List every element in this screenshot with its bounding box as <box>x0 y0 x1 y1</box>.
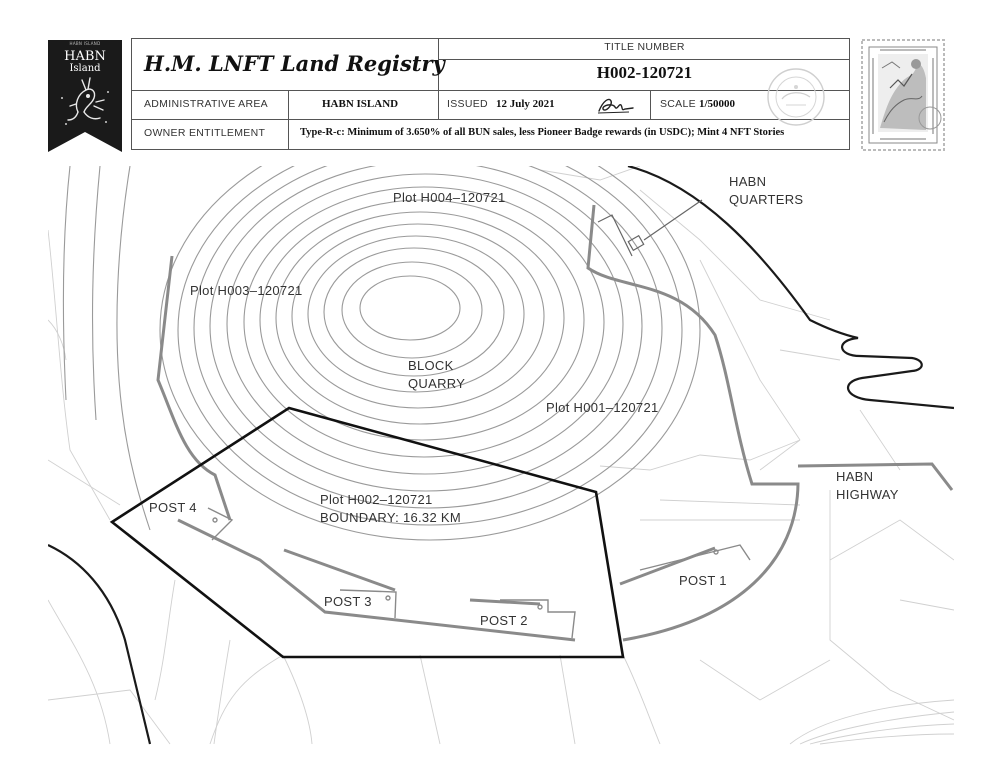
label-plot-h001: Plot H001–120721 <box>546 400 659 415</box>
registry-header-table: H.M. LNFT Land Registry TITLE NUMBER H00… <box>131 38 850 150</box>
label-plot-h004: Plot H004–120721 <box>393 190 506 205</box>
plot-boundary <box>109 406 625 659</box>
label-boundary: BOUNDARY: 16.32 KM <box>320 510 461 525</box>
label-post-1: POST 1 <box>679 573 727 588</box>
admin-area-label: ADMINISTRATIVE AREA <box>144 98 268 110</box>
signature <box>597 98 634 114</box>
leaping-hare-icon <box>67 77 105 121</box>
title-number-value: H002-120721 <box>596 63 693 82</box>
label-plot-h003: Plot H003–120721 <box>190 283 303 298</box>
label-quarters-line2: QUARTERS <box>729 192 804 207</box>
banner-tiny-text: HABN ISLAND <box>69 41 101 46</box>
title-number-label: TITLE NUMBER <box>604 41 685 53</box>
postage-stamp <box>861 39 945 151</box>
coastline <box>48 166 954 745</box>
scale-value: 1/50000 <box>699 98 736 110</box>
terrain-contours <box>62 166 701 541</box>
parcel-lines <box>48 166 954 745</box>
label-post-2: POST 2 <box>480 613 528 628</box>
registry-seal <box>767 68 825 126</box>
land-plot-map <box>48 166 954 745</box>
issued-label: ISSUED <box>447 98 488 110</box>
owner-entitlement-value: Type-R-c: Minimum of 3.650% of all BUN s… <box>300 127 785 138</box>
label-quarry-line1: BLOCK <box>408 358 454 373</box>
habn-island-banner <box>48 40 122 152</box>
label-plot-h002: Plot H002–120721 <box>320 492 433 507</box>
admin-area-value: HABN ISLAND <box>322 98 399 110</box>
stamp-illustration <box>878 54 928 132</box>
label-highway-line1: HABN <box>836 469 874 484</box>
label-post-3: POST 3 <box>324 594 372 609</box>
label-quarters-line1: HABN <box>729 174 767 189</box>
roads <box>156 204 954 642</box>
label-highway-line2: HIGHWAY <box>836 487 899 502</box>
owner-entitlement-label: OWNER ENTITLEMENT <box>144 127 266 139</box>
quarters-building-icon <box>597 199 703 257</box>
banner-subtitle: Island <box>69 63 101 74</box>
label-post-4: POST 4 <box>149 500 197 515</box>
banner-title: HABN <box>64 49 106 64</box>
banner-brand: HABN ISLAND HABN Island <box>48 40 122 74</box>
issued-date: 12 July 2021 <box>496 98 555 110</box>
registry-title: H.M. LNFT Land Registry <box>144 51 445 76</box>
scale-label: SCALE <box>660 98 696 110</box>
post-markers <box>207 507 751 639</box>
label-quarry-line2: QUARRY <box>408 376 466 391</box>
